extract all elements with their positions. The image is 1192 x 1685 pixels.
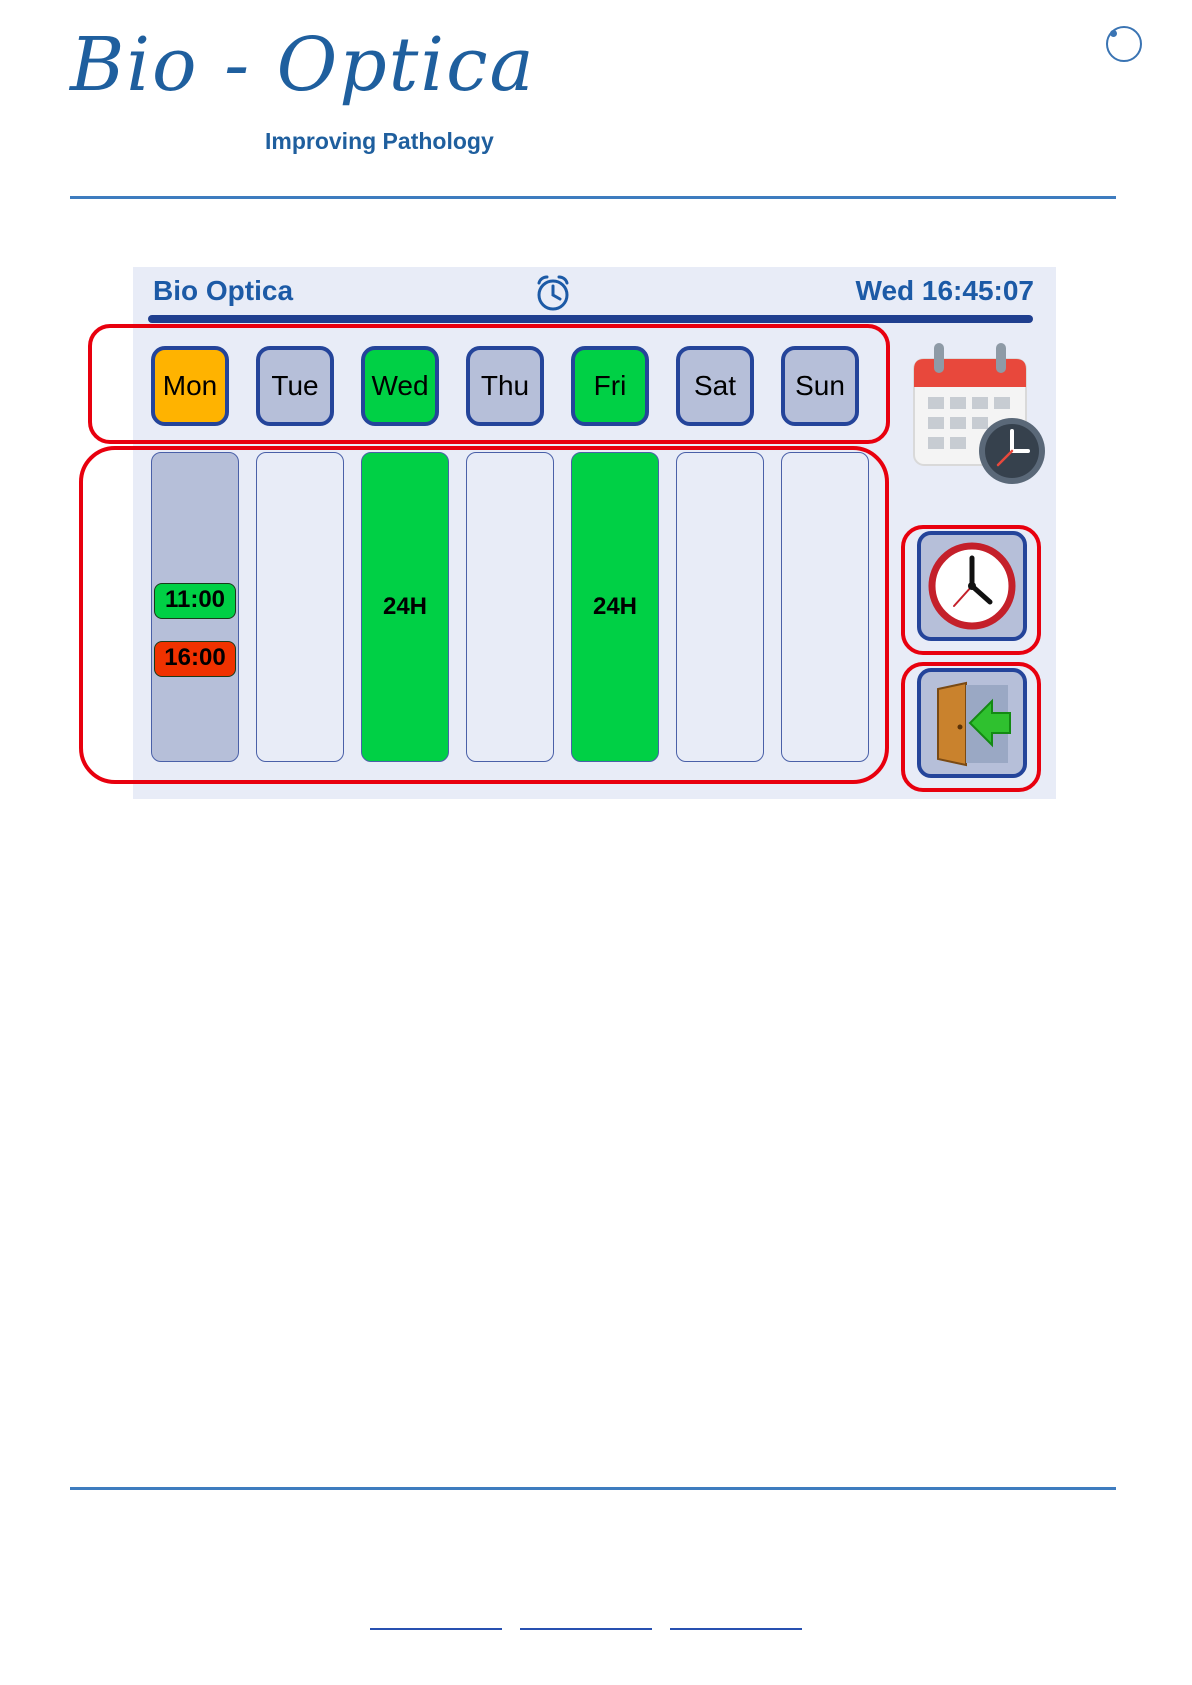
day-button-sun[interactable]: Sun	[781, 346, 859, 426]
screen-brand: Bio Optica	[153, 275, 293, 307]
day-button-sat[interactable]: Sat	[676, 346, 754, 426]
logo-tagline: Improving Pathology	[265, 128, 494, 155]
day-button-tue[interactable]: Tue	[256, 346, 334, 426]
time-on-chip: 11:00	[154, 583, 236, 619]
schedule-column-wed[interactable]: 24H	[361, 452, 449, 762]
footer-link-3[interactable]	[670, 1628, 802, 1630]
day-button-thu[interactable]: Thu	[466, 346, 544, 426]
schedule-column-sat[interactable]	[676, 452, 764, 762]
clock-settings-button[interactable]	[917, 531, 1027, 641]
exit-door-icon	[926, 677, 1018, 769]
calendar-clock-icon	[908, 339, 1048, 489]
time-off-chip: 16:00	[154, 641, 236, 677]
logo-wordmark: Bio - Optica	[70, 28, 536, 102]
schedule-24h-label: 24H	[572, 593, 658, 621]
schedule-column-fri[interactable]: 24H	[571, 452, 659, 762]
schedule-column-thu[interactable]	[466, 452, 554, 762]
footer-link-2[interactable]	[520, 1628, 652, 1630]
footer-rule	[70, 1487, 1116, 1490]
clock-icon	[926, 540, 1018, 632]
header-rule	[70, 196, 1116, 199]
bio-optica-logo: Bio - Optica Improving Pathology	[70, 28, 540, 158]
alarm-clock-icon	[533, 273, 573, 313]
exit-button[interactable]	[917, 668, 1027, 778]
schedule-24h-label: 24H	[362, 593, 448, 621]
day-button-wed[interactable]: Wed	[361, 346, 439, 426]
screen-clock: Wed 16:45:07	[856, 275, 1034, 307]
day-button-mon[interactable]: Mon	[151, 346, 229, 426]
device-screen: Bio Optica Wed 16:45:07 Mon Tue Wed Thu …	[133, 267, 1056, 799]
schedule-column-sun[interactable]	[781, 452, 869, 762]
schedule-column-tue[interactable]	[256, 452, 344, 762]
schedule-column-mon[interactable]: 11:00 16:00	[151, 452, 239, 762]
footer-link-1[interactable]	[370, 1628, 502, 1630]
screen-title-bar	[148, 315, 1033, 323]
day-button-fri[interactable]: Fri	[571, 346, 649, 426]
corner-circle-icon	[1106, 26, 1142, 62]
